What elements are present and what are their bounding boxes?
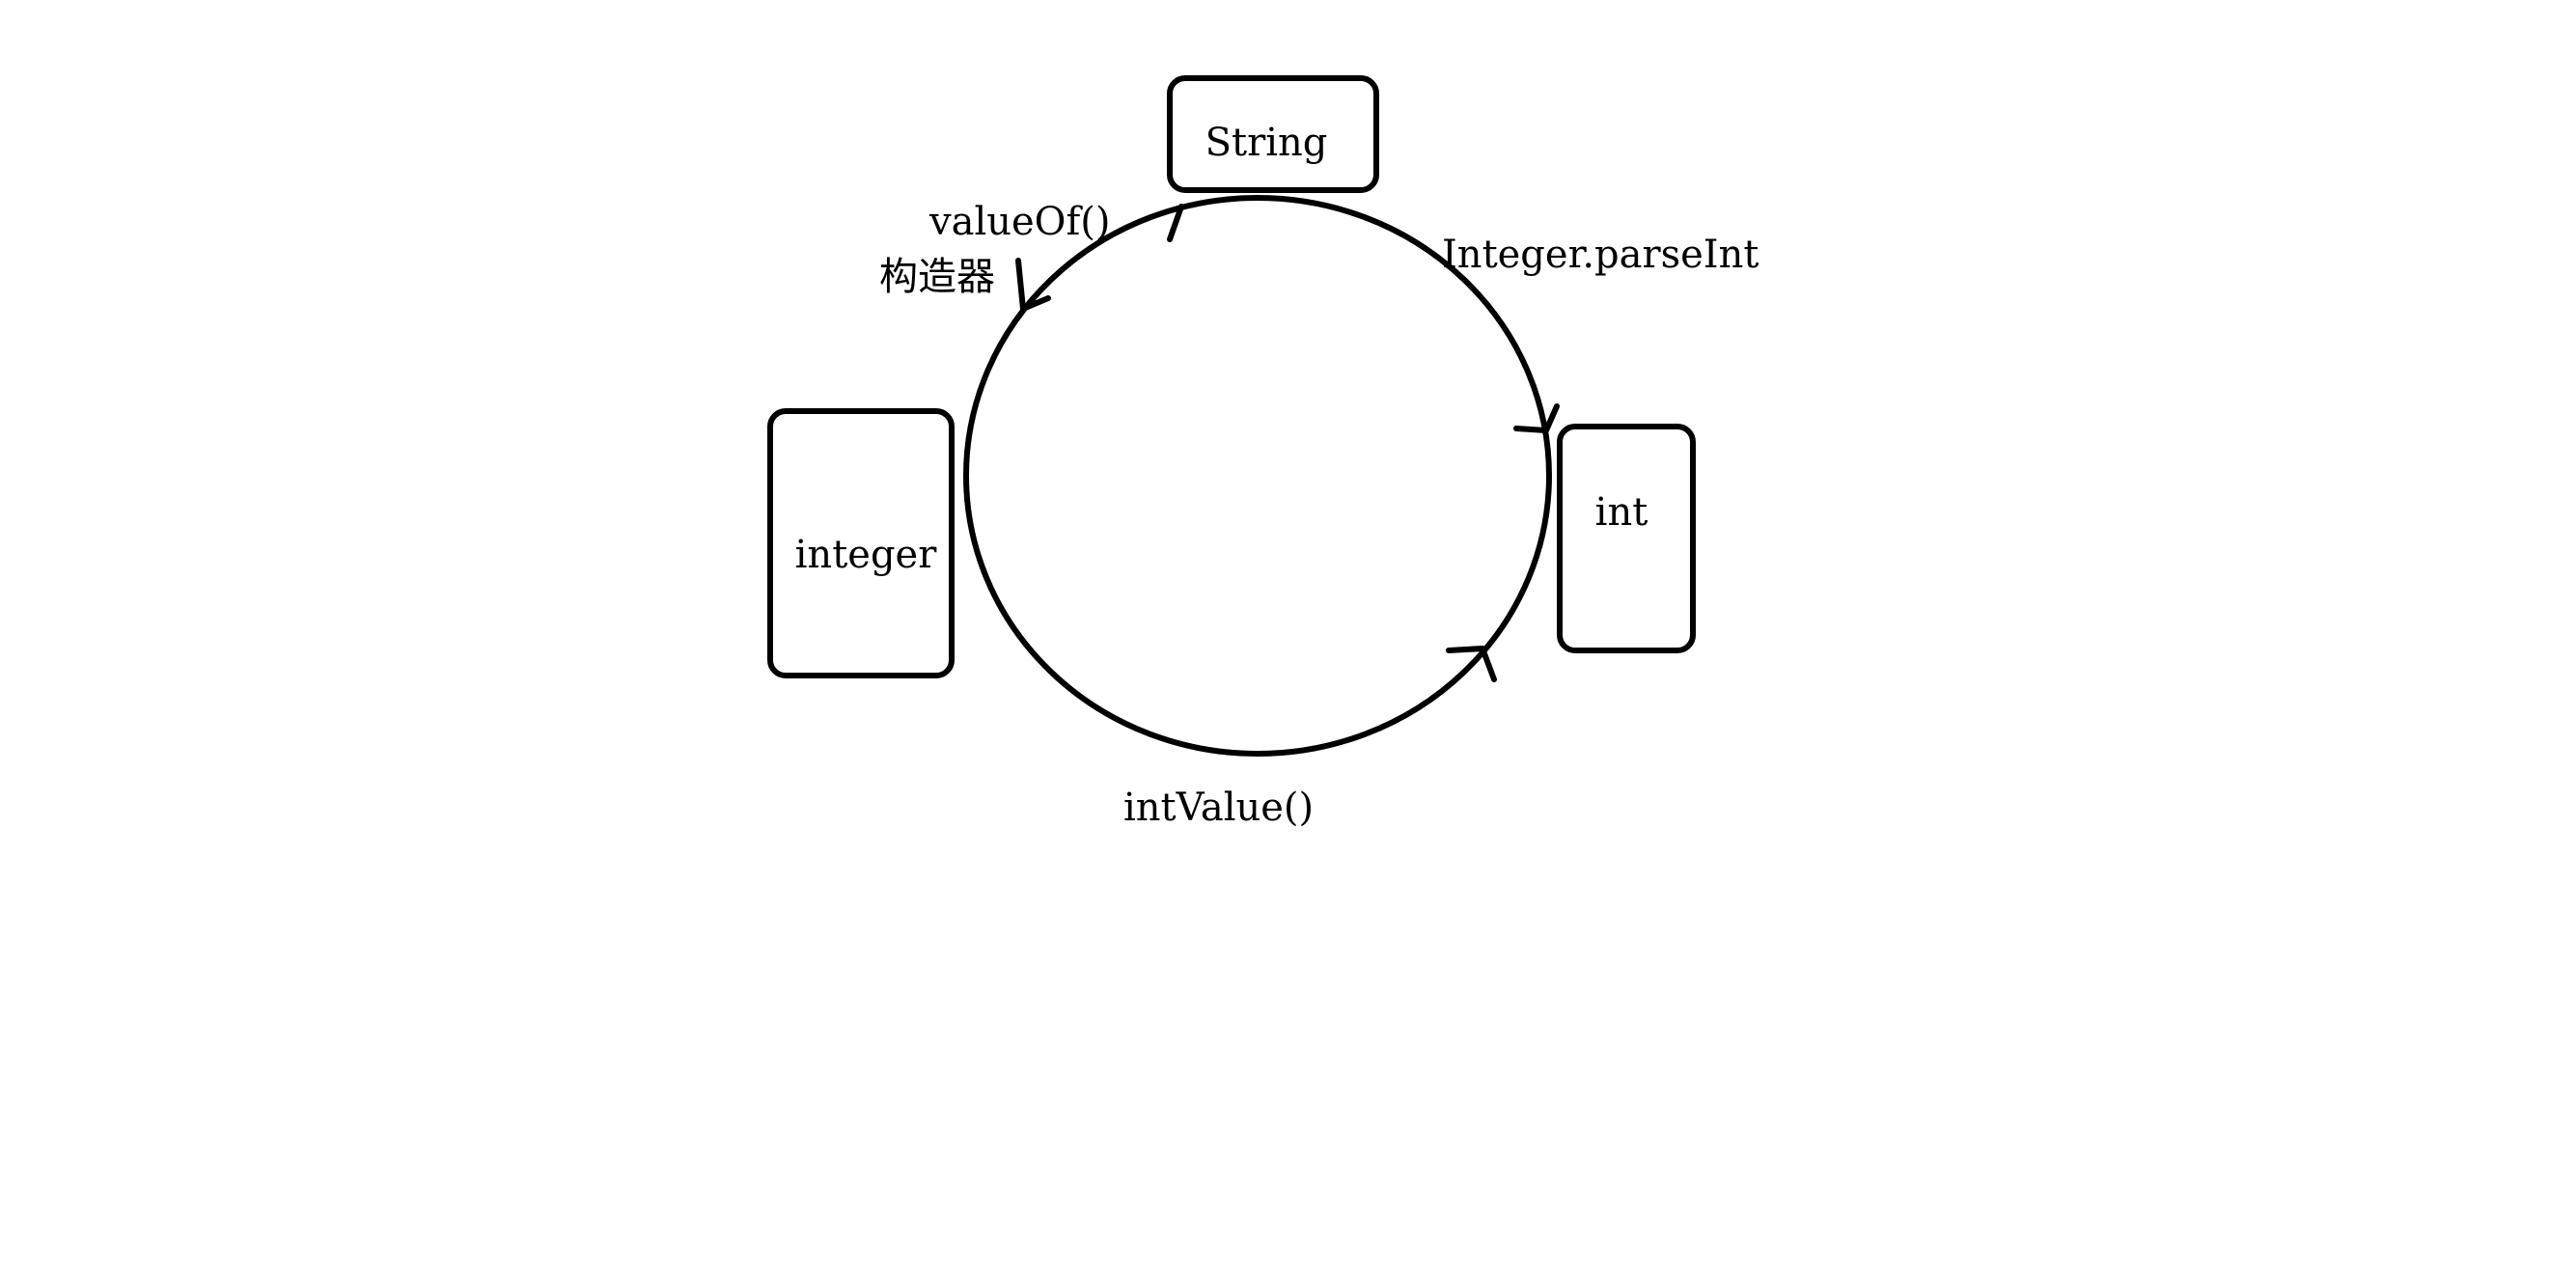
node-integer: integer [767, 408, 955, 678]
edge-label-intvalue: intValue() [1123, 786, 1314, 830]
node-int: int [1557, 424, 1696, 653]
arrowhead-to-integer [1015, 258, 1051, 312]
node-string: String [1167, 75, 1379, 193]
node-int-label: int [1595, 490, 1648, 535]
node-string-label: String [1205, 121, 1328, 165]
conversion-cycle [963, 195, 1552, 757]
arrowhead-from-string [1167, 204, 1184, 242]
node-string-box [1167, 75, 1379, 193]
arrowhead-from-int [1446, 646, 1497, 682]
node-integer-box [767, 408, 955, 678]
edge-label-parseint: Integer.parseInt [1442, 233, 1759, 277]
arrowhead-to-int [1513, 403, 1560, 433]
node-int-box [1557, 424, 1696, 653]
node-integer-label: integer [795, 533, 938, 577]
edge-label-valueof: valueOf() [928, 200, 1110, 244]
edge-label-constructor: 构造器 [879, 255, 995, 299]
